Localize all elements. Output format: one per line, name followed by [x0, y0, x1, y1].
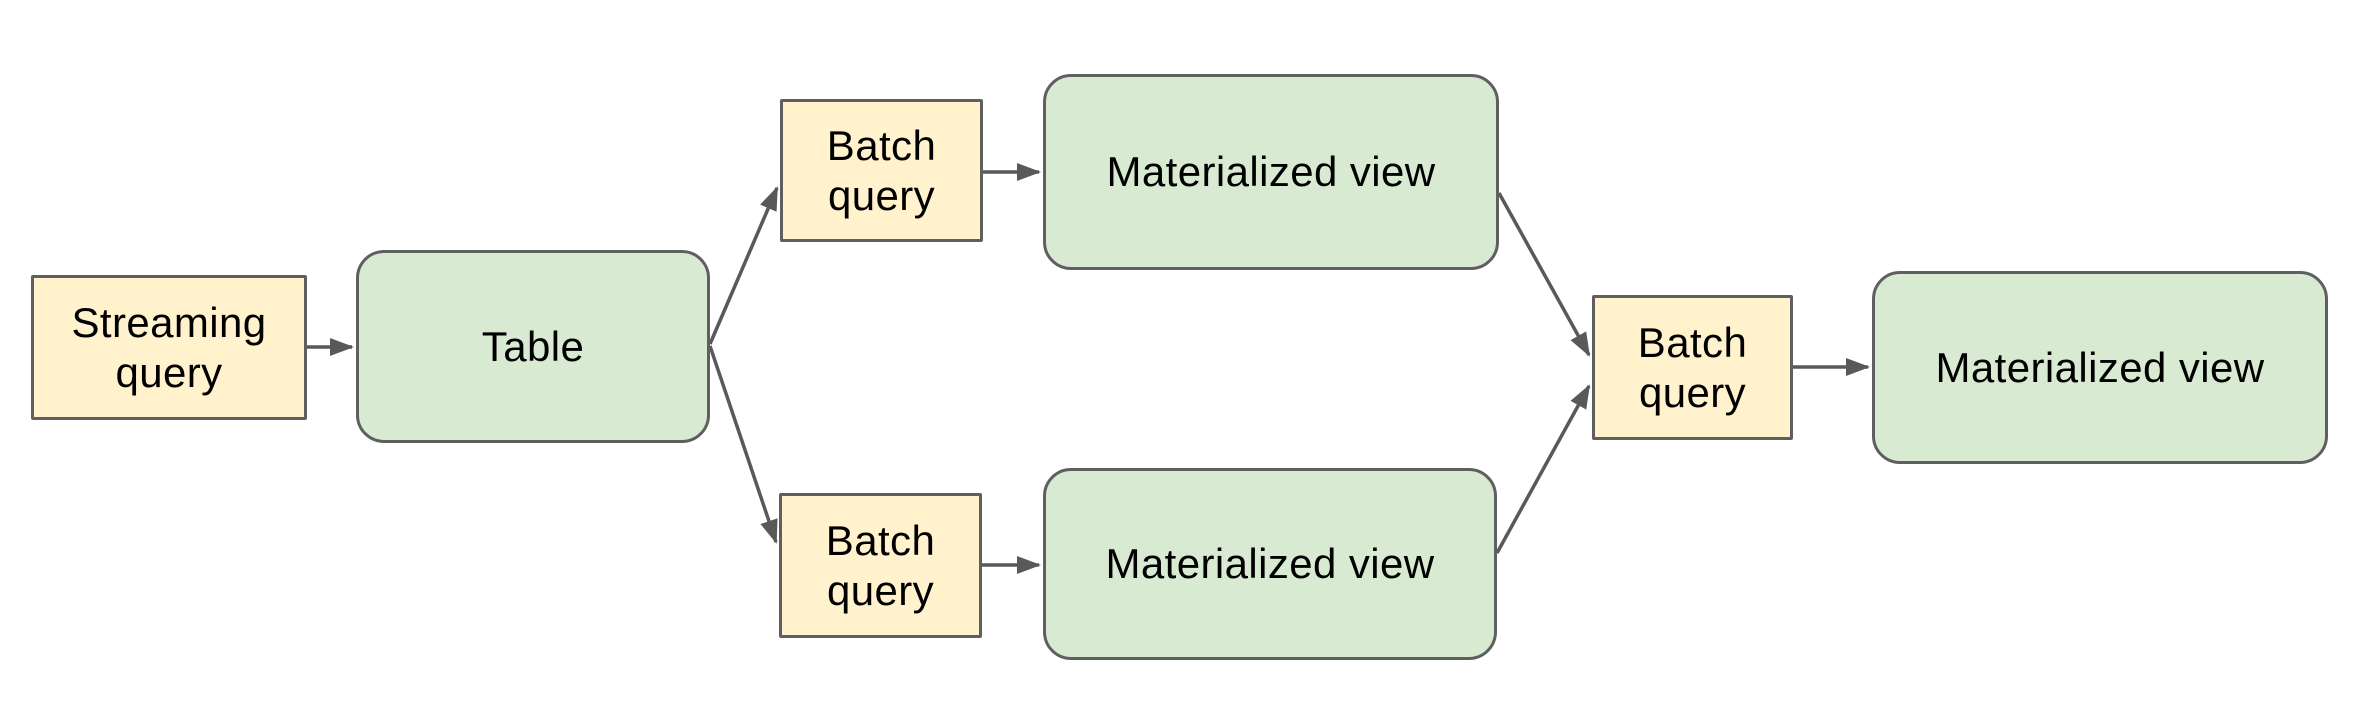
edge-mv-top-to-batch-right: [1497, 192, 1591, 357]
node-table: Table: [356, 250, 710, 443]
node-batch-query-right: Batch query: [1592, 295, 1793, 440]
node-batch-query-right-label: Batch query: [1637, 318, 1748, 416]
node-batch-query-bottom: Batch query: [779, 493, 982, 638]
edge-mv-bottom-to-batch-right: [1495, 384, 1591, 554]
node-batch-query-top-label: Batch query: [826, 121, 937, 219]
node-materialized-view-bottom: Materialized view: [1043, 468, 1497, 660]
node-materialized-view-top-label: Materialized view: [1106, 148, 1436, 195]
edge-table-to-batch-bottom: [708, 345, 778, 544]
edge-table-to-batch-top: [708, 186, 779, 345]
node-materialized-view-bottom-label: Materialized view: [1105, 540, 1435, 587]
node-batch-query-top: Batch query: [780, 99, 983, 242]
node-streaming-query: Streaming query: [31, 275, 307, 420]
node-streaming-query-label: Streaming query: [71, 298, 267, 396]
node-table-label: Table: [481, 322, 585, 370]
node-materialized-view-right: Materialized view: [1872, 271, 2328, 464]
node-materialized-view-top: Materialized view: [1043, 74, 1499, 270]
node-batch-query-bottom-label: Batch query: [825, 516, 936, 614]
node-materialized-view-right-label: Materialized view: [1935, 343, 2265, 391]
